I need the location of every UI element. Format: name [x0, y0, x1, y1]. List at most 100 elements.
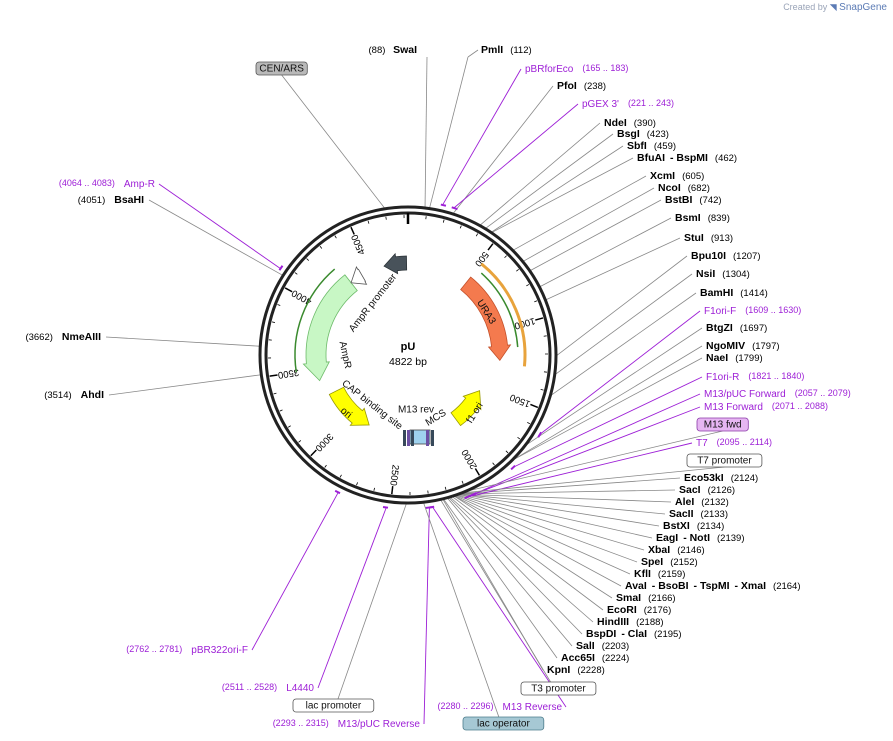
t7-promoter-label-box	[686, 453, 763, 468]
site-xcmi: XcmI(605)	[650, 170, 704, 182]
site-xbai: XbaI(2146)	[648, 544, 705, 556]
ura3-orf-band	[480, 262, 527, 367]
tick-mark	[442, 219, 445, 223]
leader-line	[450, 497, 594, 623]
lac-operator-label: lac operator	[477, 719, 530, 730]
backbone	[258, 205, 558, 505]
primer-t7: T7(2095 .. 2114)	[696, 437, 772, 448]
leader-line	[460, 493, 672, 503]
ampr-feature	[302, 274, 358, 382]
tick-label: 3500	[277, 366, 300, 380]
site-bsgi: BsgI(423)	[617, 128, 669, 140]
leader-line	[527, 327, 703, 445]
m13-fwd-label: M13 fwd	[704, 420, 742, 431]
leader-line	[470, 430, 723, 491]
cen-ars-label: CEN/ARS	[259, 64, 304, 75]
tick-mark	[269, 374, 278, 377]
tick-mark	[334, 235, 337, 239]
ura3-feature	[460, 276, 512, 361]
ampr-promoter-feature	[350, 266, 368, 285]
primer-pgex-3: pGEX 3'(221 .. 243)	[582, 98, 674, 109]
watermark-brand: SnapGene	[839, 2, 887, 13]
leader-line	[460, 493, 666, 515]
site-sbfi: SbfI(459)	[627, 140, 676, 152]
tick-mark	[271, 321, 275, 323]
leader-line	[555, 273, 693, 375]
site-alei: AleI(2132)	[675, 496, 729, 508]
site-pfoi: PfoI(238)	[557, 80, 606, 92]
ura3-orf-line	[480, 272, 519, 348]
site-bfuai: BfuAI- BspMI(462)	[637, 152, 737, 164]
leader-line	[442, 68, 522, 206]
site-bsahi: (4051)BsaHI	[78, 194, 144, 206]
site-smai: SmaI(2166)	[616, 592, 676, 604]
leader-line	[440, 500, 559, 696]
leader-line	[556, 255, 688, 356]
leader-line	[108, 374, 261, 396]
site-btgzi: BtgZI(1697)	[706, 322, 767, 334]
lac-operator-label-box	[462, 716, 545, 731]
tick-mark	[487, 243, 494, 251]
watermark-created-by: Created by	[783, 2, 828, 12]
tick-mark	[516, 268, 519, 272]
primer-m13-puc-reverse: (2293 .. 2315)M13/pUC Reverse	[273, 718, 421, 729]
leader-line	[480, 122, 601, 226]
primer-f1ori-r: F1ori-R(1821 .. 1840)	[706, 371, 804, 382]
tick-mark	[530, 403, 539, 409]
leader-line	[429, 56, 469, 208]
leader-line	[454, 495, 622, 587]
leader-line	[457, 495, 638, 563]
primer-mark	[537, 431, 543, 438]
leader-line	[453, 85, 554, 214]
tick-mark	[356, 482, 358, 486]
primer-m13-forward: M13 Forward(2071 .. 2088)	[704, 401, 828, 412]
primer-f1ori-f: F1ori-F(1609 .. 1630)	[704, 305, 801, 316]
mcs-element	[431, 430, 434, 446]
tick-mark	[475, 233, 479, 237]
leader-line	[452, 496, 604, 611]
lac-promoter-label: lac promoter	[306, 701, 362, 712]
primer-mark	[510, 464, 516, 471]
leader-line	[491, 145, 624, 233]
site-bamhi: BamHI(1414)	[700, 287, 768, 299]
leader-line	[551, 292, 697, 396]
snapgene-logo-icon: ◥	[829, 2, 837, 12]
site-ndei: NdeI(390)	[604, 117, 656, 129]
site-pmli: PmlI(112)	[481, 44, 532, 56]
leader-line	[474, 393, 701, 495]
plasmid-name: pU	[401, 341, 416, 353]
leader-line	[472, 406, 701, 496]
ori-feature	[328, 386, 370, 426]
leader-line	[333, 503, 407, 713]
mcs-element	[407, 430, 410, 446]
leader-line	[423, 503, 504, 731]
leader-line	[251, 492, 339, 651]
leader-line	[514, 357, 703, 460]
leader-line	[462, 477, 681, 495]
backbone-outer-strand	[258, 205, 558, 505]
leader-line	[455, 495, 631, 575]
tick-mark	[287, 425, 291, 428]
m13-fwd-label-box	[696, 417, 749, 432]
site-kpni: KpnI(2228)	[547, 664, 605, 676]
leader-line	[424, 56, 428, 207]
site-ecori: EcoRI(2176)	[607, 604, 671, 616]
primer-mark	[278, 265, 284, 271]
tick-mark	[459, 225, 462, 229]
leader-lines	[105, 49, 725, 731]
site-bstbi: BstBI(742)	[665, 194, 722, 206]
leader-line	[530, 199, 662, 271]
site-kfli: KflI(2159)	[634, 568, 685, 580]
tick-mark	[492, 462, 495, 466]
site-saci: SacI(2126)	[679, 484, 735, 496]
leader-line	[158, 183, 281, 269]
site-ncoi: NcoI(682)	[658, 182, 710, 194]
tick-mark	[273, 392, 277, 395]
leader-line	[459, 494, 653, 539]
leader-line	[423, 507, 430, 725]
tick-mark	[527, 422, 531, 425]
primer-mark	[334, 489, 341, 495]
plasmid-length: 4822 bp	[389, 356, 427, 368]
tick-mark	[504, 255, 507, 259]
leader-line	[148, 199, 283, 276]
